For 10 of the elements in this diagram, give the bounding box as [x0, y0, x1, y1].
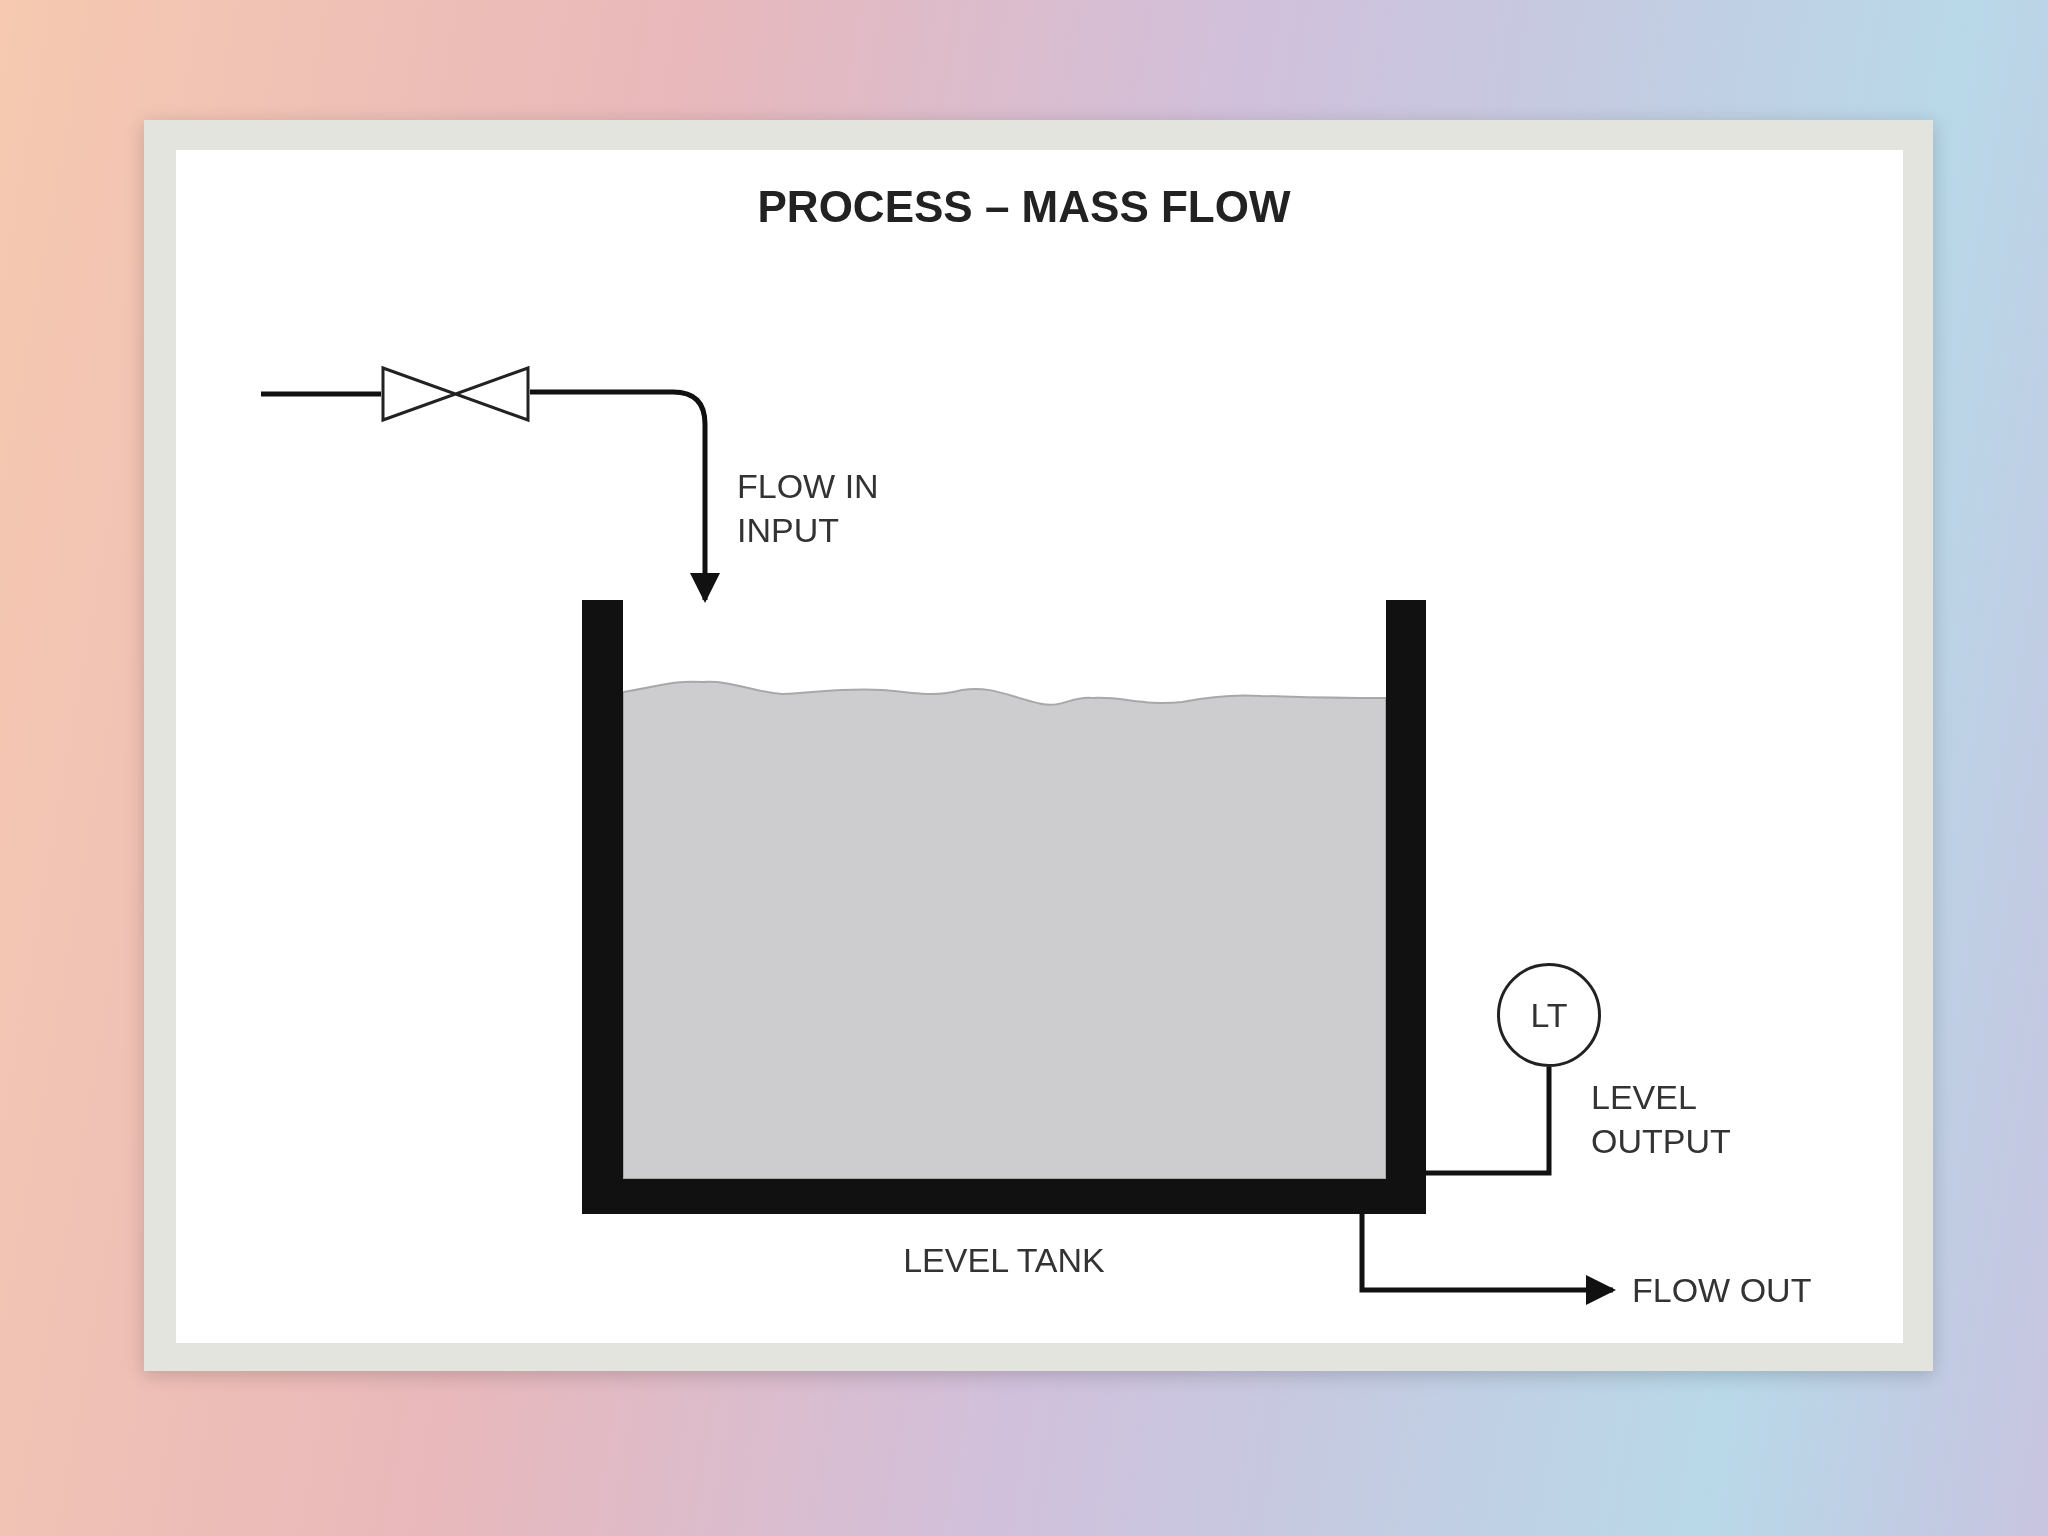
flow-arrow — [530, 389, 720, 603]
edge-label: FLOW IN INPUT — [737, 466, 880, 551]
tank-label: LEVEL TANK — [902, 1240, 1106, 1281]
edge-label: LEVEL OUTPUT — [1591, 1077, 1732, 1162]
edge-label: FLOW OUT — [1632, 1270, 1813, 1311]
pipe-line — [261, 391, 381, 397]
flow-arrow — [1359, 1214, 1616, 1305]
valve-symbol — [381, 366, 530, 422]
pipe-line — [1426, 1067, 1552, 1176]
diagram-title: PROCESS – MASS FLOW — [757, 182, 1291, 232]
